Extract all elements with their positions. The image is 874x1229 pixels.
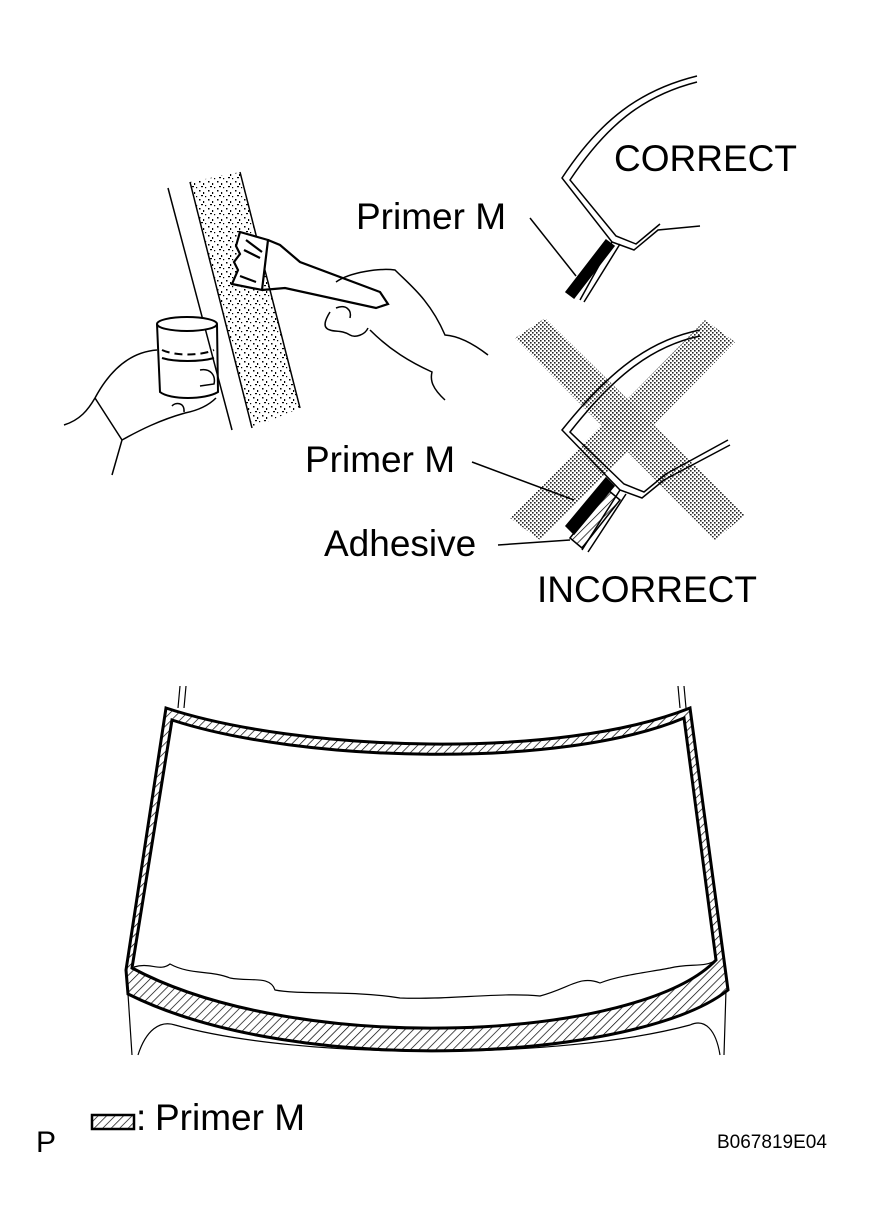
correct-label: CORRECT: [614, 138, 797, 179]
correct-section: [529, 75, 701, 303]
primer-layer-incorrect: [564, 476, 616, 536]
speckled-panel: [190, 172, 300, 428]
figure-code: B067819E04: [717, 1132, 827, 1153]
brush-icon: [230, 230, 390, 310]
cross-mark-icon: [510, 318, 745, 540]
callout-line-primer-incorrect: [471, 461, 575, 501]
incorrect-label: INCORRECT: [537, 569, 757, 610]
brush-scene: [63, 171, 489, 476]
legend-hatch-symbol: [90, 1113, 136, 1131]
primer-layer-correct: [564, 238, 616, 300]
left-hand-icon: [63, 349, 158, 426]
primer-band: [126, 708, 728, 1051]
incorrect-callout-primer: Primer M: [305, 439, 456, 480]
cup-icon: [156, 316, 220, 399]
incorrect-section: [471, 318, 745, 553]
incorrect-callout-adhesive: Adhesive: [324, 523, 477, 564]
adhesive-layer-incorrect: [568, 488, 622, 550]
right-hand-icon: [335, 268, 489, 356]
windshield: [124, 685, 730, 1056]
legend-separator: :: [136, 1097, 147, 1138]
pillar-edge: [167, 187, 233, 431]
callout-line-adhesive: [497, 539, 571, 546]
page-marker: P: [36, 1126, 57, 1159]
legend-label: Primer M: [155, 1097, 306, 1138]
correct-callout-primer: Primer M: [356, 196, 507, 237]
callout-line-primer-correct: [529, 217, 577, 277]
